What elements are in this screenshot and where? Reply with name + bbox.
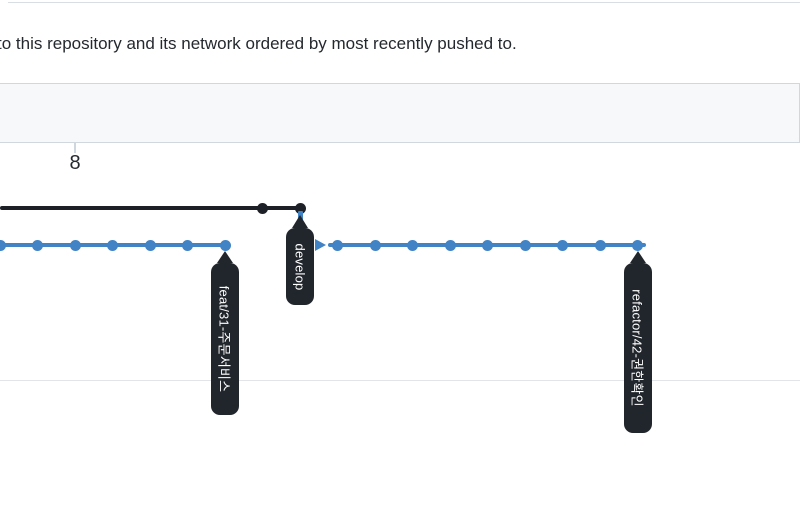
master-branch-line — [0, 206, 302, 210]
commit-dot[interactable] — [69, 239, 81, 251]
commit-dot[interactable] — [332, 239, 343, 251]
horizontal-gridline — [0, 380, 800, 381]
branch-label-text: refactor/42-권한확인 — [629, 289, 644, 407]
commit-dot[interactable] — [632, 239, 643, 251]
branch-label-body[interactable]: develop — [286, 228, 314, 305]
commit-dot[interactable] — [182, 239, 193, 251]
commit-dot[interactable] — [482, 239, 493, 251]
commit-dot[interactable] — [257, 202, 268, 214]
timeline-tick-label: 8 — [69, 152, 81, 174]
network-description-text: to this repository and its network order… — [0, 34, 517, 53]
branch-label-body[interactable]: feat/31-주문서비스 — [211, 263, 239, 415]
top-divider — [8, 2, 800, 3]
commit-dot[interactable] — [407, 239, 418, 251]
branch-label-text: feat/31-주문서비스 — [216, 285, 232, 393]
commit-dot[interactable] — [219, 239, 231, 251]
commit-dot[interactable] — [444, 239, 456, 251]
commit-dot[interactable] — [144, 239, 156, 251]
commit-dot[interactable] — [557, 239, 568, 251]
commit-dot[interactable] — [32, 239, 43, 251]
commit-dot[interactable] — [107, 239, 118, 251]
branch-label[interactable]: feat/31-주문서비스 — [211, 251, 239, 415]
branch-label-pointer — [292, 215, 308, 228]
branch-label[interactable]: develop — [286, 215, 314, 305]
branch-label-body[interactable]: refactor/42-권한확인 — [623, 263, 652, 433]
branch-label-pointer — [217, 251, 233, 263]
branch-label-text: develop — [292, 243, 308, 290]
flow-arrow-icon — [315, 238, 326, 251]
branch-label-pointer — [629, 251, 646, 263]
commit-dot[interactable] — [369, 239, 381, 251]
commit-dot[interactable] — [0, 239, 6, 251]
timeline-header-band[interactable] — [0, 83, 800, 143]
commit-dot[interactable] — [594, 239, 606, 251]
timeline-tick — [74, 143, 76, 153]
commit-dot[interactable] — [519, 239, 531, 251]
commit-dot[interactable] — [294, 202, 306, 214]
branch-label[interactable]: refactor/42-권한확인 — [623, 251, 652, 433]
